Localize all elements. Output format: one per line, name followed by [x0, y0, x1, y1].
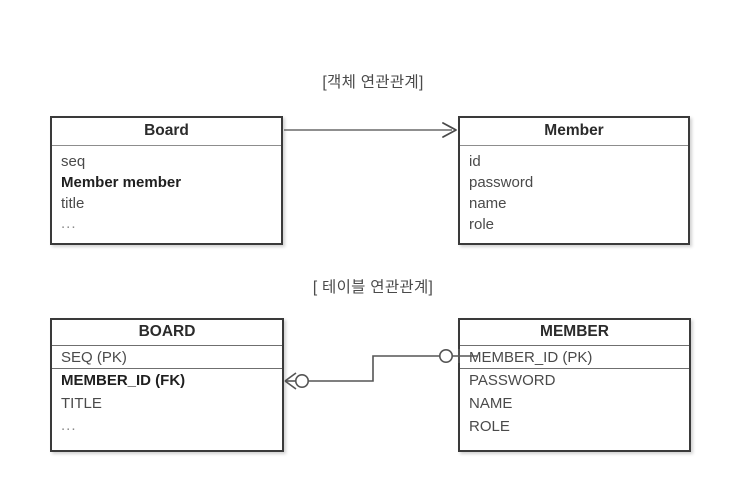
table-header-board: BOARD	[52, 320, 282, 346]
section-title-object-relation: [객체 연관관계]	[322, 74, 424, 91]
column-member-role: ROLE	[469, 418, 510, 435]
entity-fields-member: id password name role	[460, 146, 688, 235]
field-member-role: role	[469, 216, 495, 233]
column-member-id-pk: MEMBER_ID (PK)	[460, 346, 689, 369]
zero-circle-icon	[294, 373, 309, 388]
field-board-title: title	[61, 195, 85, 212]
column-member-password: PASSWORD	[469, 372, 556, 389]
table-box-board[interactable]: BOARD SEQ (PK) MEMBER_ID (FK) TITLE ...	[50, 318, 284, 452]
table-header-member: MEMBER	[460, 320, 689, 346]
table-columns-board: SEQ (PK) MEMBER_ID (FK) TITLE ...	[52, 346, 282, 439]
field-board-member: Member member	[61, 174, 182, 191]
field-board-ellipsis: ...	[61, 215, 77, 232]
table-columns-member: MEMBER_ID (PK) PASSWORD NAME ROLE	[460, 346, 689, 438]
entity-box-member[interactable]: Member id password name role	[458, 116, 690, 245]
entity-box-board[interactable]: Board seq Member member title ...	[50, 116, 283, 245]
table-box-member[interactable]: MEMBER MEMBER_ID (PK) PASSWORD NAME ROLE	[458, 318, 691, 452]
field-board-seq: seq	[61, 153, 86, 170]
entity-fields-board: seq Member member title ...	[52, 146, 281, 235]
field-member-password: password	[469, 174, 534, 191]
column-board-member-id-fk: MEMBER_ID (FK)	[61, 372, 186, 389]
entity-header-member: Member	[460, 118, 688, 146]
section-title-table-relation: [ 테이블 연관관계]	[312, 279, 434, 296]
zero-circle-icon	[438, 348, 453, 363]
association-arrow-board-to-member	[284, 122, 457, 138]
field-member-id: id	[469, 153, 481, 170]
column-member-name: NAME	[469, 395, 513, 412]
relation-path	[296, 355, 478, 382]
cardinality-zero-or-many-icon	[284, 372, 309, 390]
entity-header-board: Board	[52, 118, 281, 146]
column-board-ellipsis: ...	[61, 417, 77, 434]
cardinality-zero-or-one-icon	[438, 348, 460, 363]
column-board-seq-pk: SEQ (PK)	[52, 346, 282, 369]
crows-foot-connector-board-to-member	[284, 348, 478, 390]
column-board-title: TITLE	[61, 395, 102, 412]
open-arrow-head-icon	[442, 122, 457, 138]
field-member-name: name	[469, 195, 507, 212]
